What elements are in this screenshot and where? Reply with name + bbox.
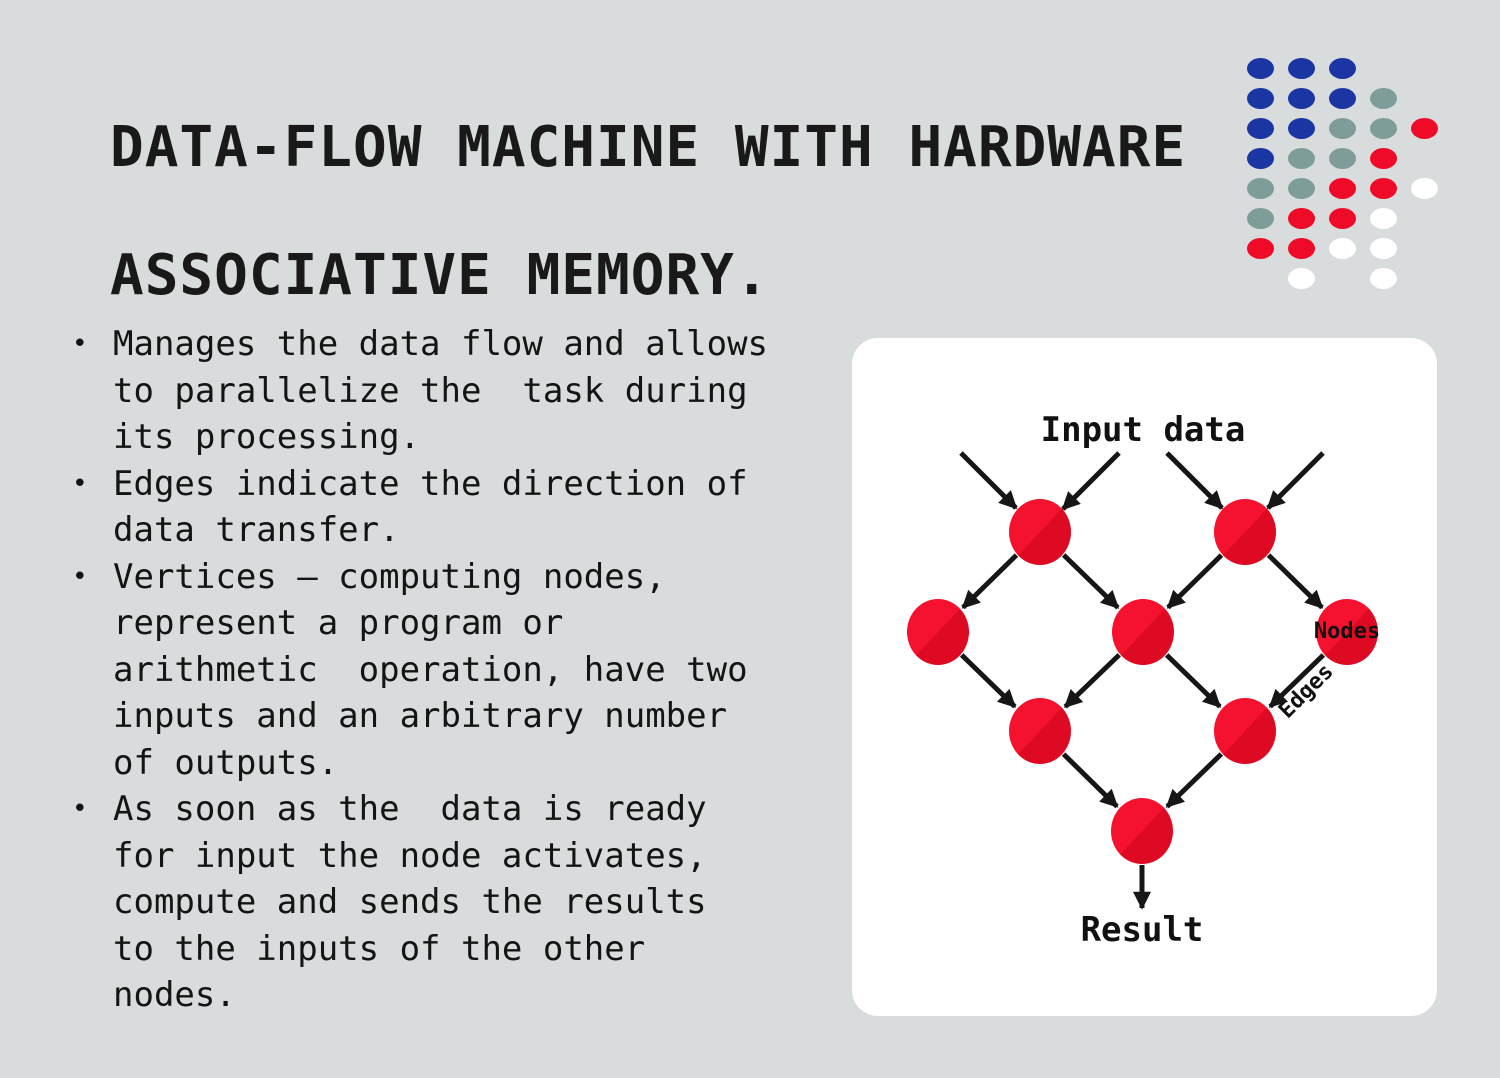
decorative-dot <box>1328 177 1356 199</box>
decorative-dot <box>1246 147 1274 169</box>
input-edge-arrow <box>1165 451 1224 510</box>
bullet-text: Vertices – computing nodes, represent a … <box>113 556 748 783</box>
slide-title-line-1: DATA-FLOW MACHINE WITH HARDWARE <box>110 115 1187 180</box>
slide-title: DATA-FLOW MACHINE WITH HARDWARE ASSOCIAT… <box>110 52 1186 372</box>
decorative-dot <box>1369 267 1397 289</box>
decorative-dot <box>1369 87 1397 109</box>
decorative-dot <box>1287 87 1315 109</box>
compute-node-tl <box>1009 499 1071 565</box>
edge-arrow <box>1164 653 1222 709</box>
decorative-dot <box>1287 57 1315 79</box>
list-item: • Manages the data flow and allows to par… <box>72 321 812 461</box>
decorative-dot <box>1287 147 1315 169</box>
decorative-dot <box>1328 87 1356 109</box>
edge-arrow <box>1165 752 1224 809</box>
decorative-dot <box>1328 237 1356 259</box>
edge-arrow <box>1061 752 1119 809</box>
input-edge-arrow <box>1061 451 1121 511</box>
edge-arrow <box>961 553 1019 610</box>
input-edge-arrow <box>959 451 1018 510</box>
bullet-icon: • <box>72 468 88 499</box>
decorative-dot <box>1369 177 1397 199</box>
edge-arrow <box>1166 553 1224 610</box>
bullet-icon: • <box>72 329 88 359</box>
decorative-dot <box>1287 177 1315 199</box>
decorative-dot <box>1287 207 1315 229</box>
decorative-dot <box>1369 207 1397 229</box>
decorative-dot <box>1246 87 1274 109</box>
decorative-dot <box>1246 117 1274 139</box>
input-data-label: Input data <box>1041 410 1246 450</box>
decorative-dot <box>1328 117 1356 139</box>
compute-node-f <box>1111 798 1173 864</box>
decorative-dot <box>1246 57 1274 79</box>
bullet-text: Edges indicate the direction of data tra… <box>113 463 748 551</box>
input-edge-arrow <box>1266 451 1325 510</box>
compute-node-ml <box>907 599 969 665</box>
result-label: Result <box>1081 910 1204 950</box>
decorative-dot <box>1287 117 1315 139</box>
decorative-dot <box>1287 267 1315 289</box>
compute-node-bl <box>1009 698 1071 764</box>
decorative-dot <box>1246 237 1274 259</box>
compute-node-br <box>1214 698 1276 764</box>
compute-node-tr <box>1214 499 1276 565</box>
decorative-dot <box>1246 207 1274 229</box>
decorative-dot <box>1287 237 1315 259</box>
bullet-list: • Manages the data flow and allows to par… <box>72 321 812 1019</box>
decorative-dot <box>1328 57 1356 79</box>
edge-arrow <box>1061 553 1120 610</box>
edge-arrow <box>1266 553 1324 610</box>
compute-node-mr <box>1316 599 1378 665</box>
list-item: • Vertices – computing nodes, represent a… <box>72 554 812 787</box>
list-item: • As soon as the data is ready for input … <box>72 786 812 1019</box>
edge-arrow <box>959 653 1017 709</box>
decorative-dot <box>1246 177 1274 199</box>
decorative-dot <box>1410 117 1438 139</box>
bullet-text: As soon as the data is ready for input t… <box>113 789 707 1015</box>
decorative-dot <box>1369 147 1397 169</box>
slide-title-line-2: ASSOCIATIVE MEMORY. <box>110 243 770 308</box>
decorative-dot <box>1410 177 1438 199</box>
edge-arrow <box>1268 653 1326 709</box>
decorative-dot <box>1328 147 1356 169</box>
compute-node-mc <box>1112 599 1174 665</box>
edge-arrow <box>1063 653 1121 709</box>
decorative-dot <box>1369 237 1397 259</box>
decorative-dot <box>1328 207 1356 229</box>
bullet-text: Manages the data flow and allows to para… <box>113 324 769 457</box>
bullet-icon: • <box>72 561 88 592</box>
list-item: • Edges indicate the direction of data tr… <box>72 461 812 554</box>
bullet-icon: • <box>72 794 88 824</box>
decorative-dot <box>1369 117 1397 139</box>
nodes-label: Nodes <box>1314 619 1380 644</box>
